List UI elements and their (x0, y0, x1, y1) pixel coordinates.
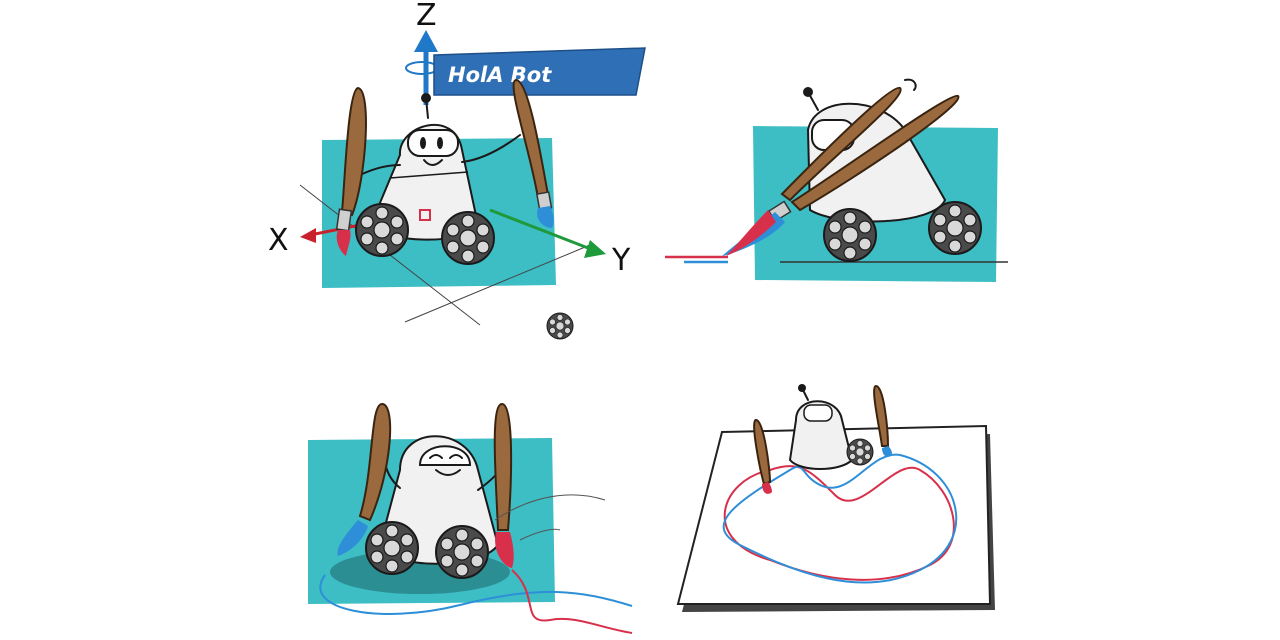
omni-wheel-icon (435, 525, 489, 579)
omni-wheel-icon (823, 208, 877, 262)
banner-title: HolA Bot (448, 63, 552, 87)
x-axis-label: X (268, 223, 289, 258)
robot (546, 312, 874, 470)
omni-wheel-icon (546, 312, 574, 340)
omni-wheel-icon (355, 203, 409, 257)
paintbrush-icon (335, 86, 367, 256)
paintbrush-icon (512, 78, 554, 228)
red-paint-line (511, 569, 633, 634)
omni-wheel-icon (365, 521, 419, 575)
omni-wheel-icon (928, 201, 982, 255)
logo-icon (419, 209, 431, 221)
y-axis (489, 208, 606, 258)
paintbrush-icon (726, 86, 902, 256)
blue-paint-line (319, 574, 633, 615)
omni-wheel-icon (441, 211, 495, 265)
panel-drawing-pattern (546, 312, 995, 612)
omni-wheel-icon (846, 438, 874, 466)
hola-bot-banner: HolA Bot (433, 47, 646, 96)
guide-line (404, 244, 591, 323)
robot (355, 93, 521, 265)
panel-drawing-line (665, 78, 1008, 282)
paintbrush-icon (337, 402, 392, 556)
z-axis-label: Z (416, 0, 437, 33)
panel-painting-motion (308, 402, 633, 634)
rotation-arrow-icon (405, 61, 439, 75)
drawing-canvas (676, 424, 992, 605)
blue-paint-line (722, 453, 958, 584)
panel-axes: Z X Y HolA Bot (268, 0, 646, 326)
paintbrush-icon (753, 418, 772, 494)
paintbrush-icon (873, 384, 892, 457)
y-axis-label: Y (611, 243, 631, 278)
paintbrush-icon (493, 402, 514, 568)
robot (365, 435, 505, 579)
